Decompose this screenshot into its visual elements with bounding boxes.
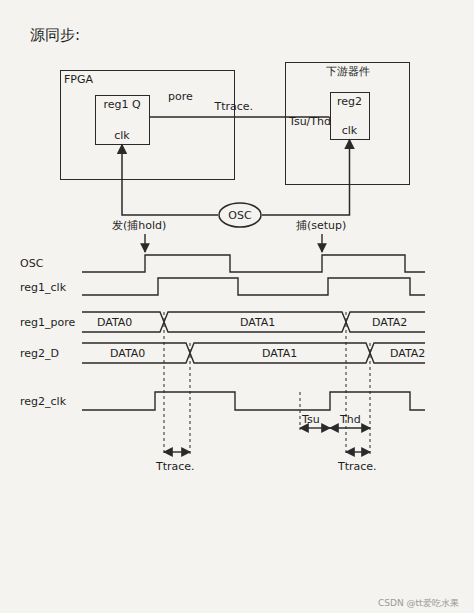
oscillator-circle: OSC <box>218 202 262 228</box>
register-box: reg2 clk <box>330 92 370 140</box>
signal-label: DATA0 <box>97 316 132 329</box>
guide-line <box>370 343 371 455</box>
guide-line <box>300 392 301 430</box>
signal-label: DATA2 <box>372 316 407 329</box>
signal-label: Tsu <box>302 413 320 426</box>
signal-label: Ttrace. <box>156 460 195 473</box>
node-text: FPGA <box>64 73 93 86</box>
connector-layer <box>122 117 350 215</box>
timing-guides <box>164 312 370 455</box>
signal-label: OSC <box>20 257 43 270</box>
watermark: CSDN @tt爱吃水果 <box>378 597 459 610</box>
timing-diagram <box>82 234 425 455</box>
node-text: reg2 <box>337 95 362 108</box>
signal-label: Tsu/Thd <box>289 115 331 128</box>
signal-label: Ttrace. <box>338 460 377 473</box>
guide-line <box>346 312 347 455</box>
capture-arrow <box>321 234 322 252</box>
osc-waveform <box>82 255 425 272</box>
signal-label: DATA0 <box>110 347 145 360</box>
signal-label: pore <box>168 90 193 103</box>
ttrace-dimension <box>164 451 190 452</box>
signal-wire <box>262 140 350 216</box>
guide-line <box>164 312 165 455</box>
thd-dimension <box>330 427 370 428</box>
launch-arrow <box>144 234 145 252</box>
reg2-d-bus <box>82 343 425 363</box>
node-text: reg1 Q <box>103 98 140 111</box>
reg1-clk-waveform <box>82 278 425 295</box>
signal-label: reg2_clk <box>20 395 66 408</box>
signal-label: DATA1 <box>240 316 275 329</box>
diagram-title: 源同步: <box>30 26 80 44</box>
circle-outline <box>219 203 261 227</box>
signal-label: DATA2 <box>390 347 425 360</box>
node-text: OSC <box>228 209 251 222</box>
reg2-clk-waveform <box>82 392 425 410</box>
signal-label: 发(捕hold) <box>112 219 166 232</box>
node-text: clk <box>114 129 129 142</box>
tsu-dimension <box>300 427 330 428</box>
wire-label: Ttrace. <box>215 100 254 113</box>
reg1-port-bus <box>82 312 425 332</box>
node-text: clk <box>342 124 357 137</box>
ttrace-dimension <box>346 451 370 452</box>
signal-label: 捕(setup) <box>296 219 346 232</box>
node-text: 下游器件 <box>326 65 370 78</box>
signal-label: reg1_pore <box>20 316 75 329</box>
register-box: reg1 Q clk <box>95 95 150 145</box>
signal-label: DATA1 <box>262 347 297 360</box>
signal-label: Thd <box>340 413 361 426</box>
signal-label: reg1_clk <box>20 281 66 294</box>
chip-box: FPGA reg1 Q clk <box>60 70 235 180</box>
guide-line <box>190 343 191 455</box>
signal-label: reg2_D <box>20 347 59 360</box>
